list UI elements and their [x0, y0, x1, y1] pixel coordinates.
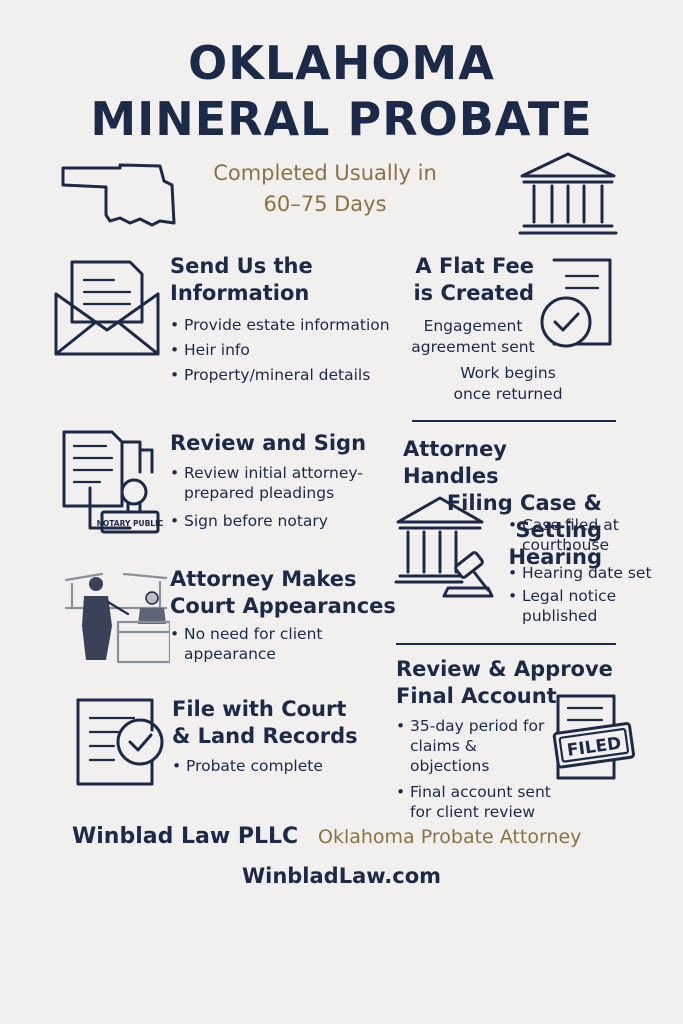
records-step-list: Probate complete [172, 754, 372, 779]
list-item: Provide estate information [170, 313, 400, 338]
approve-step-title-line1: Review & Approve [396, 657, 613, 681]
list-item: Hearing date set [508, 561, 658, 586]
footer-firm-name: Winblad Law PLLC [72, 824, 299, 849]
footer-website-link[interactable]: WinbladLaw.com [241, 864, 442, 888]
list-item: Case filed at courthouse [508, 515, 658, 555]
list-item: 35-day period for claims & objections [396, 716, 556, 776]
list-item: Review initial attorney-prepared pleadin… [170, 463, 384, 503]
fee-step-title-line2: is Created [413, 281, 534, 305]
filed-document-icon: FILED [552, 692, 636, 784]
document-check-icon-2 [74, 696, 166, 788]
review-step-list: Review initial attorney-prepared pleadin… [170, 463, 390, 534]
filing-step-title-line1: Attorney Handles [403, 437, 507, 488]
records-step-title-line1: File with Court [172, 697, 347, 721]
fee-note2-line1: Work begins [460, 364, 556, 382]
subtitle-line1: Completed Usually in [213, 161, 437, 185]
fee-note2-line2: once returned [453, 385, 563, 403]
list-item: Heir info [170, 338, 400, 363]
records-step-title-line2: & Land Records [172, 724, 358, 748]
list-item: Sign before notary [170, 509, 390, 534]
courthouse-icon [516, 150, 620, 238]
subtitle-line2: 60–75 Days [263, 192, 387, 216]
courtroom-attorney-illustration [62, 568, 170, 666]
approve-step-title-line2: Final Account [396, 684, 557, 708]
court-step-title-line1: Attorney Makes [170, 567, 357, 591]
filing-step-list: Case filed at courthouse Hearing date se… [508, 515, 658, 626]
section-divider [412, 420, 616, 422]
section-divider [396, 643, 616, 645]
fee-step-title-line1: A Flat Fee [415, 254, 534, 278]
fee-note1-line1: Engagement [423, 317, 523, 335]
approve-step-list: 35-day period for claims & objections Fi… [396, 716, 556, 822]
list-item: No need for client appearance [170, 624, 354, 664]
oklahoma-map-icon [60, 163, 180, 231]
envelope-letter-icon [52, 250, 162, 360]
list-item: Property/mineral details [170, 363, 400, 388]
page-title-line2: MINERAL PROBATE [90, 92, 593, 146]
footer-tagline: Oklahoma Probate Attorney [318, 826, 582, 848]
send-step-title-line2: Information [170, 281, 310, 305]
stamp-label: NOTARY PUBLIC [97, 519, 164, 528]
list-item: Probate complete [172, 754, 372, 779]
document-check-icon [538, 256, 616, 352]
court-step-title-line2: Court Appearances [170, 594, 396, 618]
list-item: Legal notice published [508, 586, 658, 626]
send-step-list: Provide estate information Heir info Pro… [170, 313, 400, 388]
list-item: Final account sent for client review [396, 782, 556, 822]
court-step-list: No need for client appearance [170, 624, 400, 664]
review-step-title: Review and Sign [170, 431, 367, 455]
fee-note1-line2: agreement sent [411, 338, 535, 356]
send-step-title-line1: Send Us the [170, 254, 313, 278]
page-title-line1: OKLAHOMA [188, 36, 495, 90]
courthouse-gavel-icon [392, 494, 504, 602]
documents-notary-stamp-icon: NOTARY PUBLIC [60, 428, 164, 538]
